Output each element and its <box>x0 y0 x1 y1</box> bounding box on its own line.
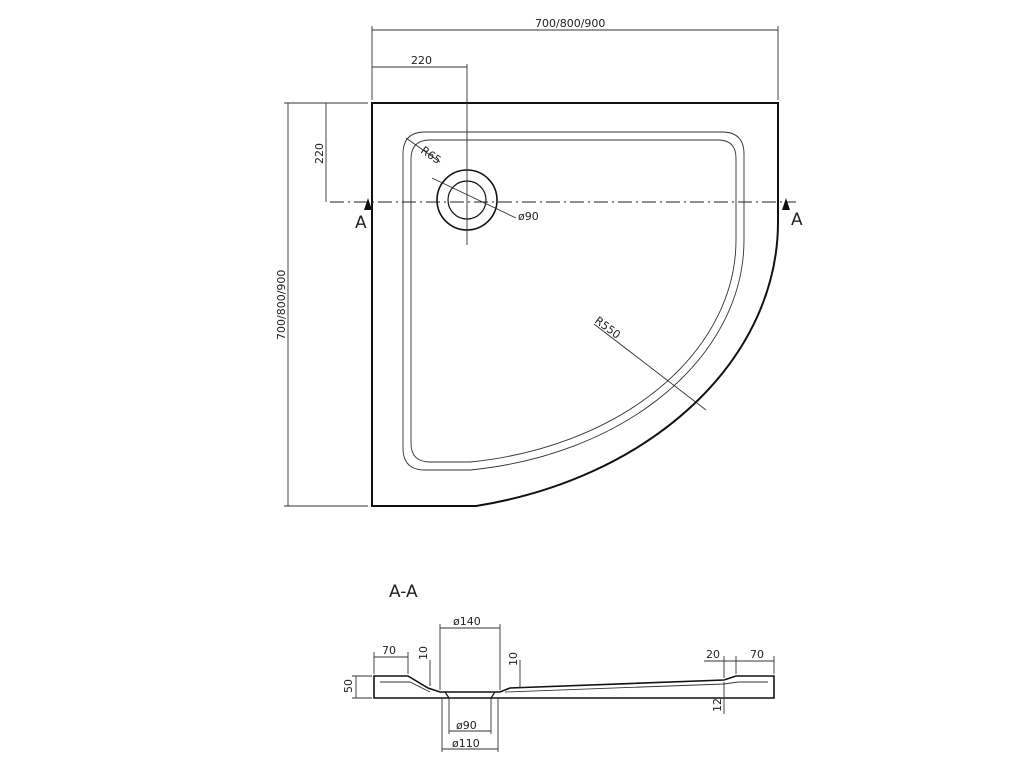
dim-right-step-label: 20 <box>706 648 720 661</box>
dim-top-offset: 220 <box>372 54 468 160</box>
dim-top-width: 700/800/900 <box>371 17 779 100</box>
section-arrow-left <box>364 198 372 210</box>
dim-drain-outer-label: ø110 <box>452 737 480 750</box>
dim-left-height-label: 700/800/900 <box>275 270 288 340</box>
dim-drain-outer: ø110 <box>441 698 499 752</box>
dim-height-label: 50 <box>342 679 355 693</box>
drain <box>431 160 517 245</box>
dim-left-offset: 220 <box>313 103 327 202</box>
dim-arc-radius-label: R550 <box>592 314 623 342</box>
basin-outline <box>402 131 745 471</box>
tray-outline <box>371 102 779 507</box>
dim-top-offset-label: 220 <box>411 54 432 67</box>
section-view: A-A ø140 70 10 10 <box>342 582 775 752</box>
dim-corner-radius-label: R65 <box>418 144 443 167</box>
dim-drain-step: 10 <box>507 652 521 688</box>
dim-drain-diameter-label: ø90 <box>518 210 539 223</box>
dim-right-depth-label: 12 <box>711 698 724 712</box>
section-drain-body <box>444 691 496 699</box>
basin-inner-outline <box>410 139 737 463</box>
section-profile <box>373 675 775 699</box>
dim-left-rim: 70 <box>373 644 409 674</box>
section-profile-inner <box>380 681 768 693</box>
dim-height: 50 <box>342 675 372 699</box>
dim-left-rim-label: 70 <box>382 644 396 657</box>
dim-outer-drain: ø140 <box>439 615 501 690</box>
plan-view: A A 700/800/900 220 700/800/900 220 <box>275 17 803 507</box>
section-arrow-right <box>782 198 790 210</box>
dim-left-step: 10 <box>417 646 431 686</box>
dim-left-step-label: 10 <box>417 646 430 660</box>
dim-right-rim: 70 <box>736 648 775 674</box>
dim-left-offset-label: 220 <box>313 143 326 164</box>
dim-drain-inner-label: ø90 <box>456 719 477 732</box>
dim-right-depth: 12 <box>711 682 725 714</box>
dim-right-rim-label: 70 <box>750 648 764 661</box>
dim-drain-step-label: 10 <box>507 652 520 666</box>
dim-top-width-label: 700/800/900 <box>535 17 605 30</box>
dim-left-height: 700/800/900 <box>275 102 368 507</box>
dim-outer-drain-label: ø140 <box>453 615 481 628</box>
dim-arc-radius: R550 <box>592 314 707 411</box>
dim-drain-inner: ø90 <box>448 698 492 734</box>
section-marker-left: A <box>355 213 367 233</box>
dim-right-step: 20 <box>704 648 737 678</box>
section-title: A-A <box>389 582 418 602</box>
section-marker-right: A <box>791 210 803 230</box>
